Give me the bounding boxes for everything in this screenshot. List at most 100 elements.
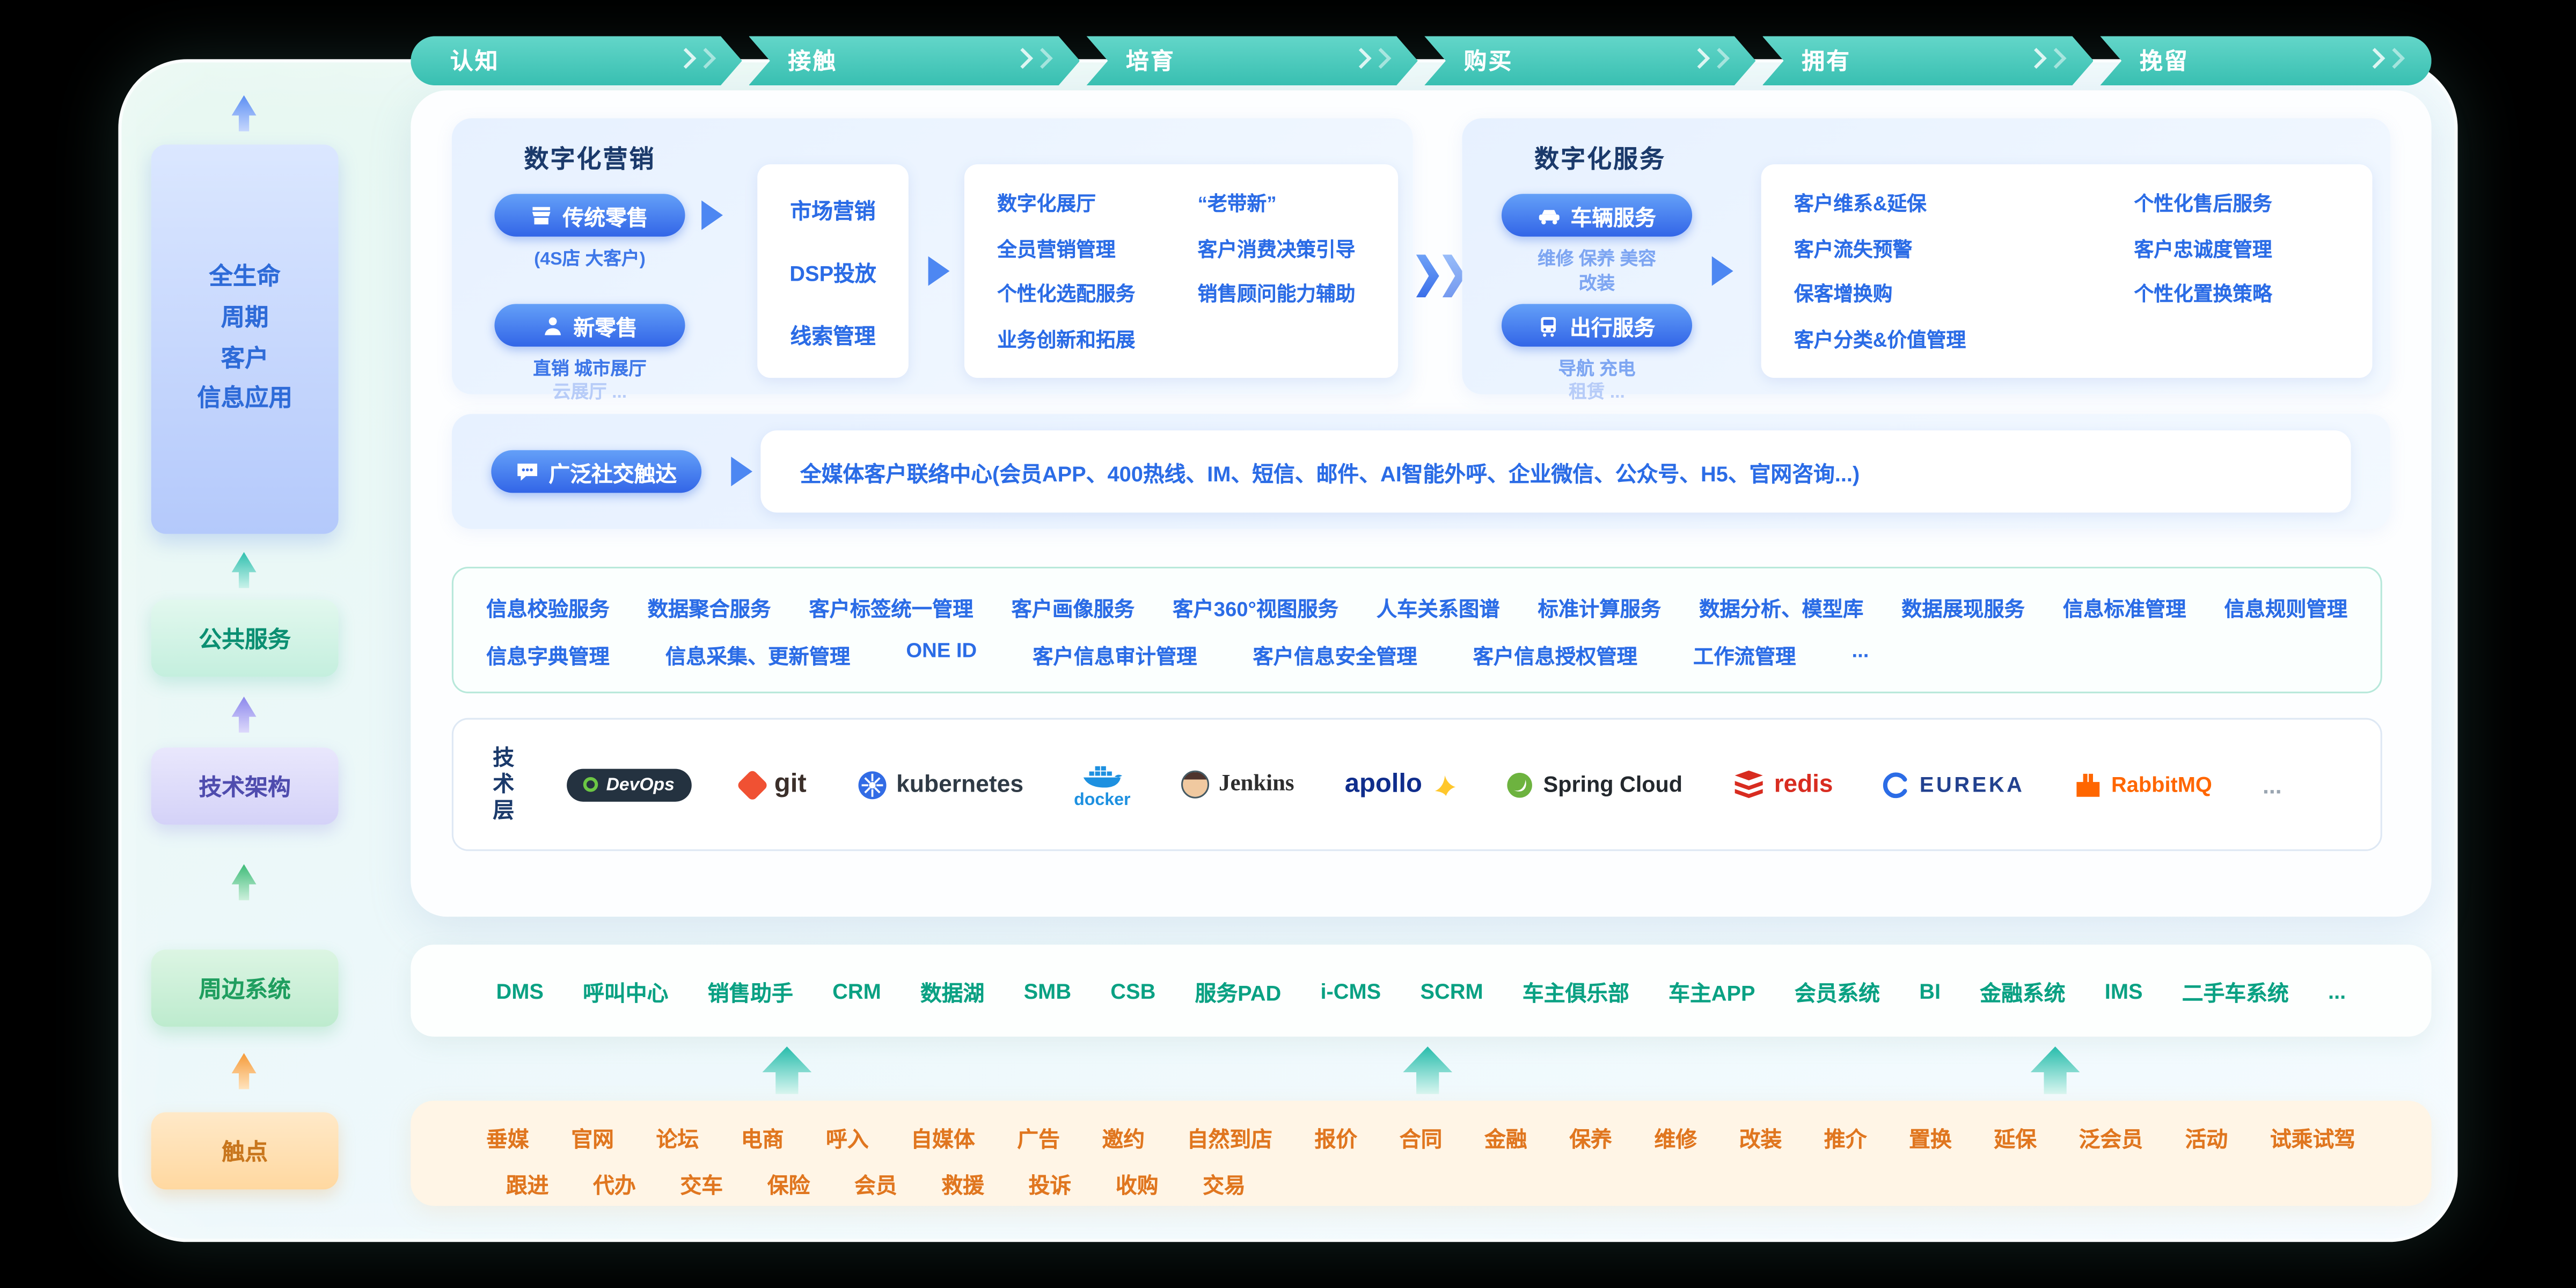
- funnel-item: 线索管理: [790, 323, 876, 348]
- stage-segment: 认知: [411, 36, 742, 85]
- apollo-logo: apollo: [1345, 770, 1457, 799]
- touchpoint-item: 邀约: [1102, 1127, 1145, 1152]
- eureka-logo: EUREKA: [1884, 771, 2025, 797]
- new-retail-label: 新零售: [573, 314, 638, 340]
- social-reach-label: 广泛社交触达: [548, 460, 677, 486]
- sidebar-common-services-box: 公共服务: [151, 599, 339, 677]
- sidebar-touchpoints-box: 触点: [151, 1112, 339, 1190]
- common-services-row1: 信息校验服务数据聚合服务客户标签统一管理客户画像服务客户360°视图服务人车关系…: [486, 591, 2347, 623]
- git-text: git: [774, 770, 807, 798]
- peripheral-system-item: 车主APP: [1668, 980, 1755, 1005]
- common-service-item: 信息规则管理: [2224, 598, 2348, 621]
- touchpoint-item: 活动: [2185, 1127, 2228, 1152]
- kubernetes-text: kubernetes: [896, 771, 1024, 798]
- apollo-text: apollo: [1344, 770, 1422, 798]
- travel-service-button: 出行服务: [1501, 304, 1693, 347]
- chevron-right-icon: [2026, 48, 2047, 69]
- touchpoint-item: 投诉: [1028, 1173, 1072, 1198]
- social-reach-button: 广泛社交触达: [491, 450, 702, 493]
- peripheral-system-item: 车主俱乐部: [1522, 980, 1629, 1005]
- peripheral-system-item: 呼叫中心: [583, 980, 669, 1005]
- sidebar-common-services-label: 公共服务: [199, 625, 291, 652]
- service-capabilities-col1: 客户维系&延保客户流失预警保客增换购客户分类&价值管理: [1794, 181, 2134, 362]
- touchpoint-item: 保险: [767, 1173, 810, 1198]
- common-service-item: 客户信息授权管理: [1473, 646, 1637, 669]
- common-service-item: 人车关系图谱: [1376, 598, 1500, 621]
- touchpoint-item: 电商: [741, 1127, 784, 1152]
- chevron-right-icon: [1013, 48, 1034, 69]
- touchpoint-item: 广告: [1017, 1127, 1060, 1152]
- touchpoint-item: 泛会员: [2079, 1127, 2143, 1152]
- redis-stack-icon: [1735, 770, 1763, 799]
- common-service-item: 信息标准管理: [2062, 598, 2186, 621]
- touchpoint-item: 收购: [1115, 1173, 1159, 1198]
- touchpoint-item: 论坛: [656, 1127, 699, 1152]
- person-icon: [545, 316, 561, 334]
- common-service-item: 客户360°视图服务: [1173, 598, 1338, 621]
- peripheral-system-item: CRM: [832, 978, 881, 1003]
- stage-label: 培育: [1125, 47, 1175, 74]
- redis-logo: redis: [1733, 770, 1833, 799]
- docker-whale-icon: [1083, 765, 1122, 787]
- spring-leaf-icon: [1507, 772, 1533, 797]
- common-service-item: 信息采集、更新管理: [665, 646, 851, 669]
- common-service-item: 数据展现服务: [1901, 598, 2025, 621]
- eureka-swirl-icon: [1884, 771, 1908, 797]
- peripheral-system-item: i-CMS: [1320, 978, 1381, 1003]
- vehicle-service-sub2: 改装: [1578, 274, 1615, 294]
- storefront-icon: [533, 206, 551, 224]
- common-service-item: 客户信息安全管理: [1253, 646, 1417, 669]
- touchpoint-item: 置换: [1909, 1127, 1952, 1152]
- touchpoint-item: 自然到店: [1187, 1127, 1272, 1152]
- devops-loop-icon: [583, 777, 598, 792]
- capability-item: 个性化置换策略: [2134, 283, 2272, 306]
- new-retail-sub2: 云展厅 ...: [552, 383, 627, 402]
- vehicle-service-sub1: 维修 保养 美容: [1538, 250, 1656, 270]
- chevron-right-icon: [2384, 48, 2405, 69]
- touchpoint-item: 代办: [593, 1173, 636, 1198]
- arrow-right-icon: [1711, 256, 1733, 286]
- capability-item: 全员营销管理: [997, 238, 1116, 261]
- peripheral-system-item: 会员系统: [1794, 980, 1880, 1005]
- touchpoint-item: 试乘试驾: [2270, 1127, 2356, 1152]
- stage-label: 购买: [1463, 47, 1513, 74]
- common-service-item: 客户信息审计管理: [1033, 646, 1197, 669]
- capability-item: 销售顾问能力辅助: [1197, 283, 1356, 306]
- touchpoints-bar: 垂媒官网论坛电商呼入自媒体广告邀约自然到店报价合同金融保养维修改装推介置换延保泛…: [411, 1101, 2432, 1206]
- kubernetes-helm-icon: [858, 770, 886, 799]
- peripheral-system-item: 金融系统: [1980, 980, 2066, 1005]
- funnel-item: DSP投放: [789, 260, 876, 286]
- capability-item: 数字化展厅: [997, 192, 1096, 216]
- peripheral-system-item: ...: [2328, 978, 2346, 1003]
- social-reach-panel: 广泛社交触达 全媒体客户联络中心(会员APP、400热线、IM、短信、邮件、AI…: [451, 414, 2391, 529]
- docker-logo: docker: [1074, 760, 1131, 809]
- common-service-item: ONE ID: [906, 639, 977, 662]
- omni-contact-center-text: 全媒体客户联络中心(会员APP、400热线、IM、短信、邮件、AI智能外呼、企业…: [800, 460, 1860, 486]
- stage-label: 拥有: [1802, 47, 1851, 74]
- marketing-capabilities-col2: “老带新”客户消费决策引导销售顾问能力辅助: [1198, 181, 1356, 362]
- capability-item: 客户流失预警: [1794, 238, 1913, 261]
- service-capabilities-col2: 个性化售后服务客户忠诚度管理个性化置换策略: [2134, 181, 2272, 362]
- lifecycle-stage-bar: 认知 接触 培育 购买 拥有 挽留: [411, 36, 2432, 86]
- stage-segment: 接触: [749, 36, 1080, 85]
- double-chevron-right-icon: [1416, 254, 1466, 298]
- touchpoint-item: 跟进: [506, 1173, 549, 1198]
- eureka-text: EUREKA: [1919, 772, 2025, 797]
- chevron-right-icon: [2046, 48, 2067, 69]
- common-service-item: 标准计算服务: [1538, 598, 1662, 621]
- peripheral-system-item: SMB: [1023, 978, 1072, 1003]
- touchpoint-item: 延保: [1994, 1127, 2037, 1152]
- rabbitmq-icon: [2076, 773, 2100, 796]
- touchpoint-item: 合同: [1399, 1127, 1443, 1152]
- tech-layer-box: 技术层 DevOps git kubernetes docker Jenkins: [451, 718, 2382, 851]
- sidebar-peripheral-systems-box: 周边系统: [151, 949, 339, 1027]
- stage-label: 接触: [788, 47, 838, 74]
- tech-layer-label: 技术层: [489, 745, 515, 824]
- peripheral-system-item: 数据湖: [920, 980, 985, 1005]
- digital-marketing-panel: 数字化营销 传统零售 (4S店 大客户) 新零售 直销 城市展厅 云展厅 ...…: [451, 118, 1413, 402]
- capability-item: 个性化售后服务: [2134, 192, 2272, 216]
- common-service-item: 工作流管理: [1693, 646, 1796, 669]
- stage-segment: 拥有: [1762, 36, 2094, 85]
- touchpoint-item: 交易: [1203, 1173, 1246, 1198]
